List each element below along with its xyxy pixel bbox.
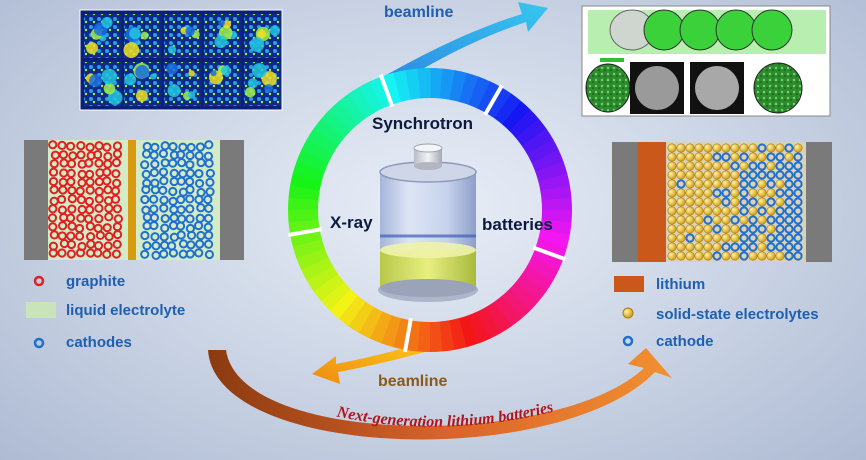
battery-icon (378, 143, 478, 302)
left-battery-cell (24, 140, 244, 260)
synchrotron-ring (287, 68, 572, 353)
tomography-panel (581, 5, 831, 117)
liquid-electrolyte-swatch (26, 302, 56, 318)
xray-image-grid (79, 9, 283, 111)
xray-label: X-ray (330, 213, 373, 232)
legend-liquid-electrolyte: liquid electrolyte (66, 302, 186, 319)
solid-state-electrolytes-swatch (622, 307, 634, 319)
legend-solid-state-electrolytes: solid-state electrolytes (656, 306, 819, 323)
legend-cathode: cathode (656, 333, 714, 350)
graphite-swatch (33, 275, 45, 287)
lithium-swatch (614, 276, 644, 292)
legend-cathodes: cathodes (66, 334, 132, 351)
synchrotron-title: Synchrotron (372, 114, 474, 133)
cathode-swatch (622, 335, 634, 347)
legend-lithium: lithium (656, 276, 706, 293)
beamline-top-label: beamline (384, 4, 454, 21)
batteries-label: batteries (482, 215, 553, 234)
bottom-arc-arrow (208, 348, 672, 440)
right-battery-cell (612, 142, 832, 262)
cathodes-swatch (33, 337, 45, 349)
legend-graphite: graphite (66, 273, 126, 290)
beamline-bottom-label: beamline (378, 373, 448, 390)
